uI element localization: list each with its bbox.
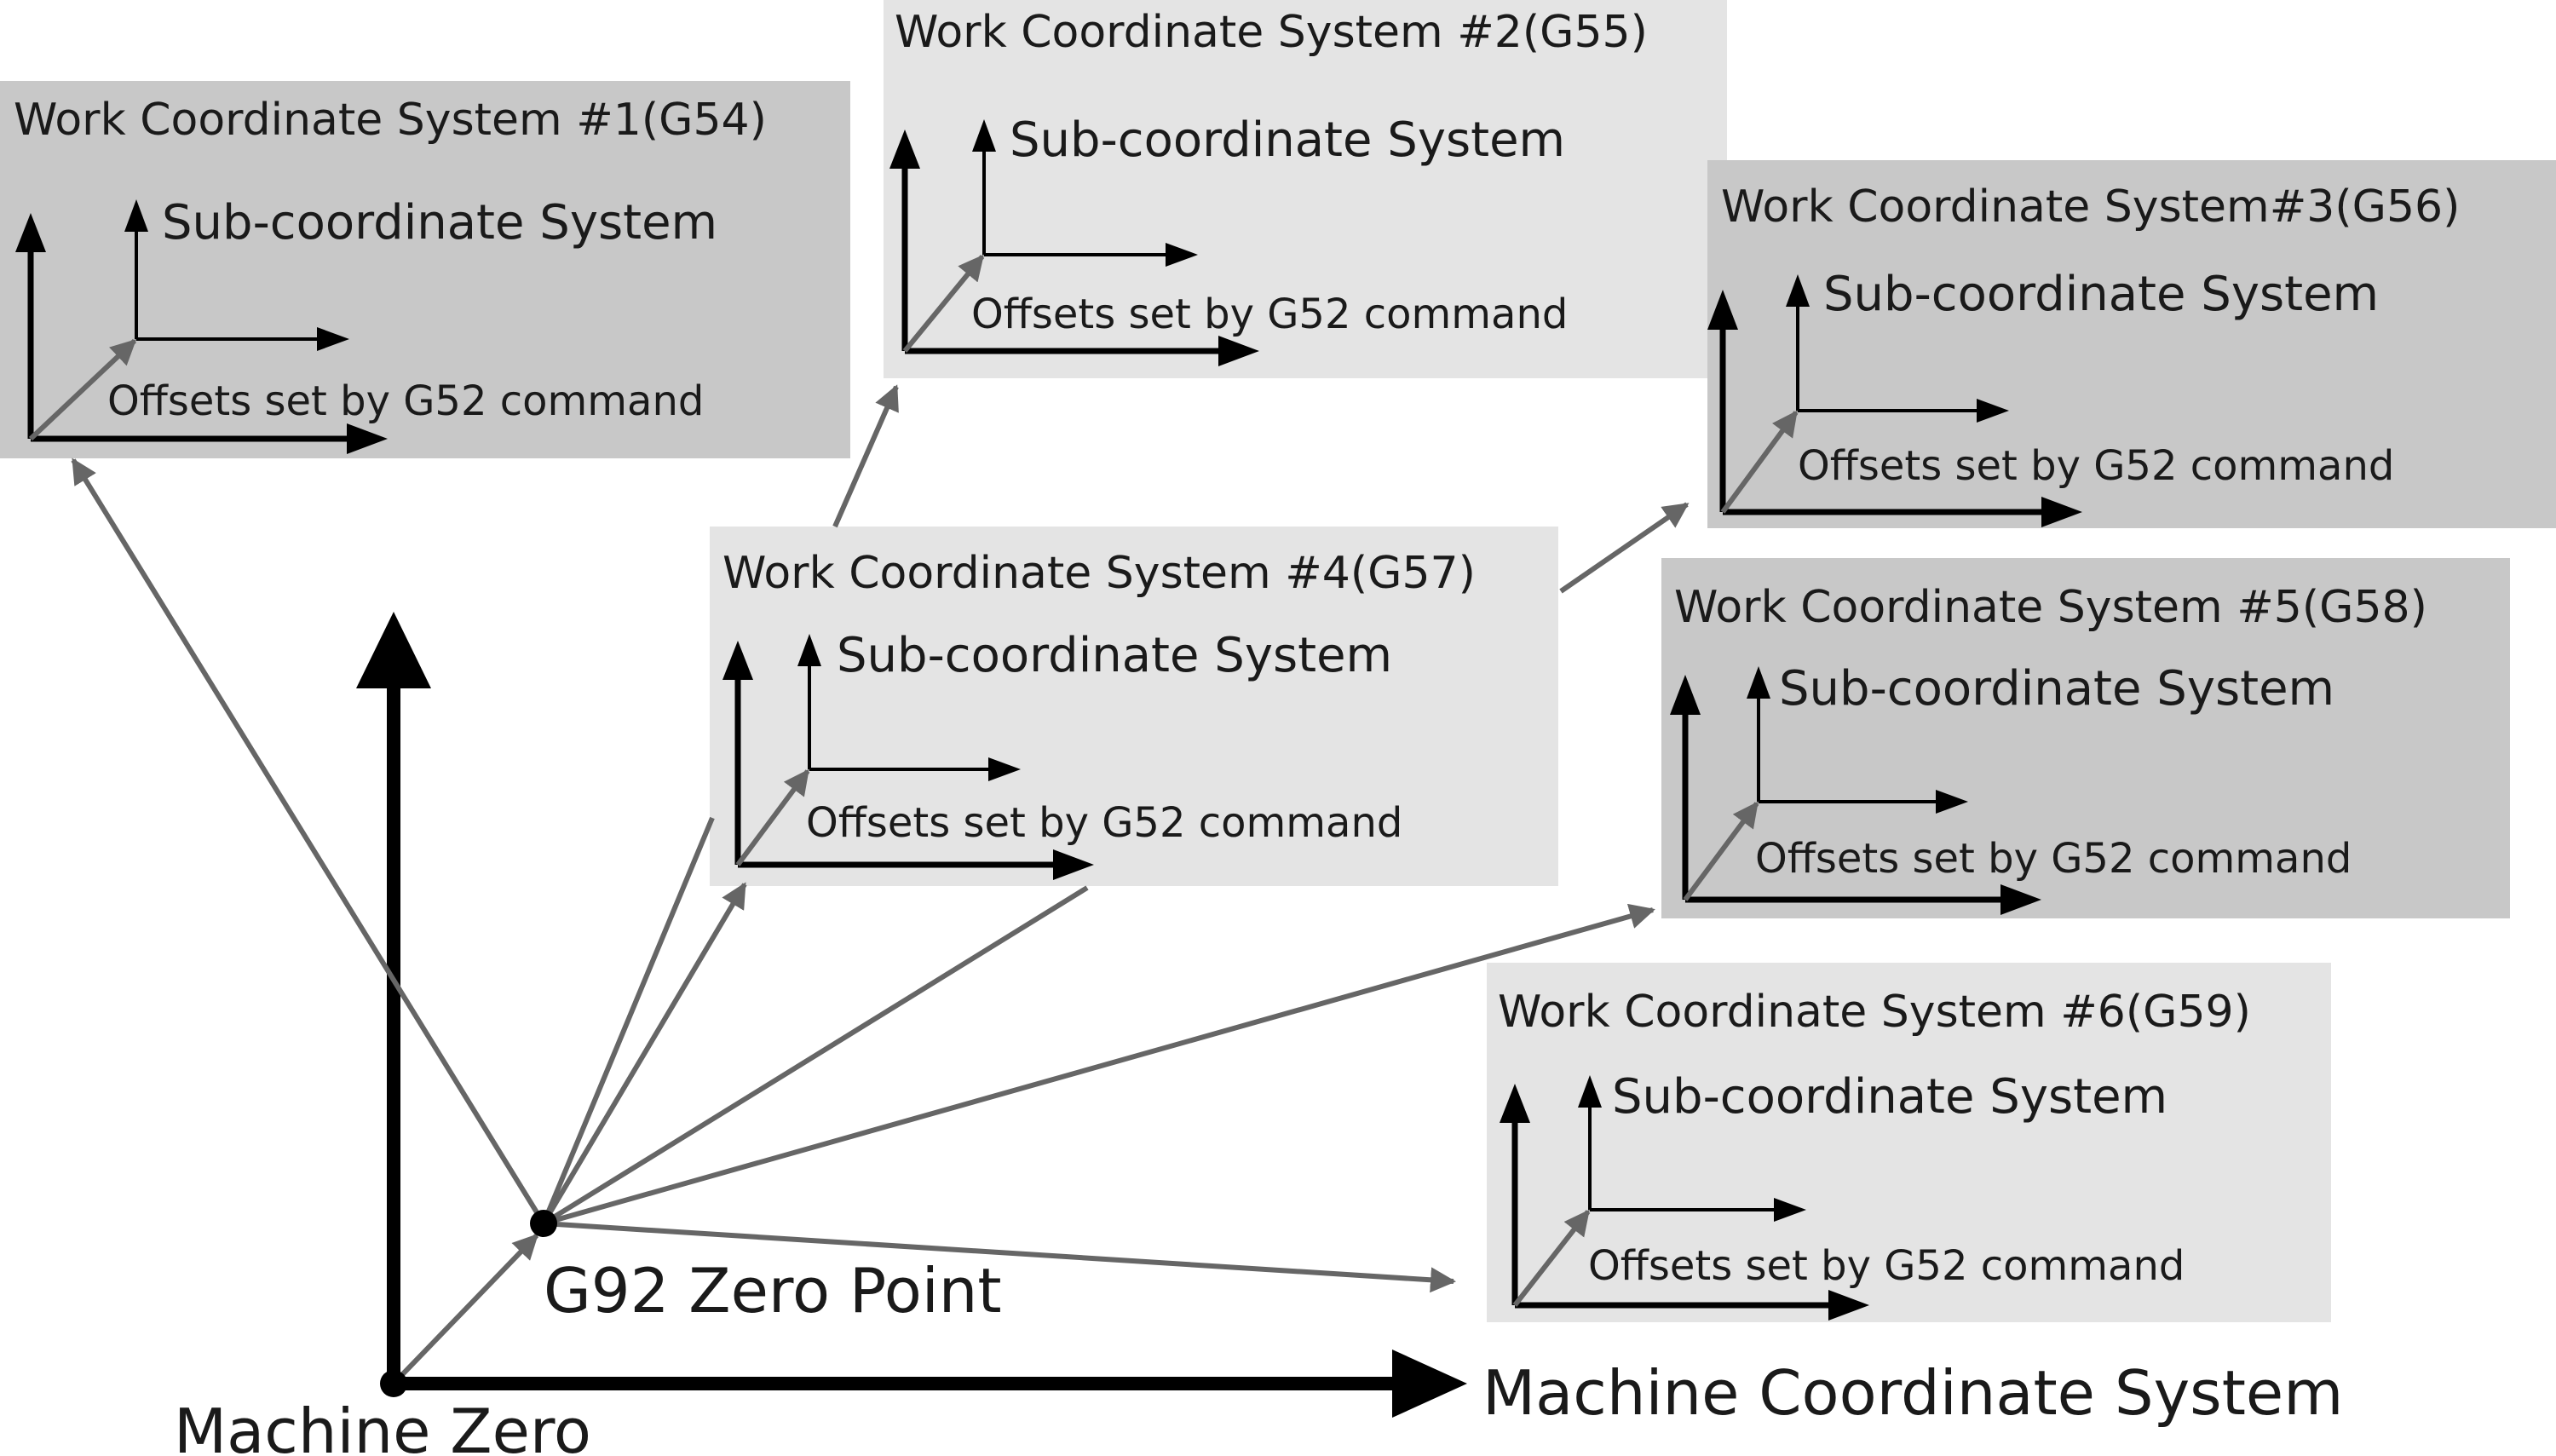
g92-to-wcs-1-vector: [71, 458, 546, 1225]
wcs-3-title: Work Coordinate System#3(G56): [1721, 181, 2460, 233]
wcs-2-title: Work Coordinate System #2(G55): [895, 7, 1648, 58]
wcs-2-axes: [889, 129, 1259, 366]
wcs-6-sub-label: Sub-coordinate System: [1612, 1069, 2167, 1125]
machine-coordinate-system-label: Machine Coordinate System: [1482, 1357, 2343, 1429]
wcs-3-sub-axes: [1786, 274, 2009, 423]
wcs-6-panel: [1487, 963, 2331, 1322]
wcs-3-vector-continuation: [1559, 502, 1690, 594]
wcs-4-axes: [722, 641, 1094, 880]
machine-zero-label: Machine Zero: [174, 1396, 591, 1456]
wcs-3-axes: [1707, 290, 2082, 527]
wcs-2-sub-axes: [972, 119, 1198, 267]
machine-x-arrowhead: [1392, 1350, 1467, 1418]
wcs-2-offset-label: Offsets set by G52 command: [971, 291, 1568, 338]
wcs-4-sub-axes: [797, 634, 1021, 781]
wcs-1-offset-label: Offsets set by G52 command: [107, 377, 704, 425]
machine-coordinate-axes: [356, 612, 1467, 1418]
wcs-4-sub-label: Sub-coordinate System: [837, 628, 1392, 683]
wcs-2-panel: [884, 0, 1727, 378]
wcs-5-sub-axes: [1747, 666, 1968, 814]
g92-to-wcs-3-vector: [542, 885, 1089, 1226]
g92-to-wcs-6-vector: [543, 1221, 1456, 1293]
wcs-5-sub-label: Sub-coordinate System: [1779, 661, 2334, 716]
wcs-2-offset-vector: [902, 254, 985, 353]
g92-to-wcs-4-vector: [541, 882, 747, 1225]
wcs-3-panel: [1707, 160, 2556, 528]
wcs-3-offset-vector: [1720, 410, 1799, 514]
wcs-4-panel: [710, 527, 1558, 886]
wcs-4-title: Work Coordinate System #4(G57): [722, 548, 1476, 599]
wcs-6-offset-label: Offsets set by G52 command: [1588, 1242, 2185, 1290]
work-coordinate-system-5: Work Coordinate System #5(G58) Sub-coord…: [1661, 558, 2510, 918]
work-coordinate-system-2: Work Coordinate System #2(G55) Sub-coord…: [884, 0, 1727, 378]
wcs-6-axes: [1500, 1084, 1869, 1321]
wcs-6-title: Work Coordinate System #6(G59): [1498, 987, 2251, 1038]
work-coordinate-system-6: Work Coordinate System #6(G59) Sub-coord…: [1487, 963, 2331, 1322]
work-coordinate-system-3: Work Coordinate System#3(G56) Sub-coordi…: [1707, 160, 2556, 528]
work-coordinate-system-4: Work Coordinate System #4(G57) Sub-coord…: [710, 527, 1558, 886]
wcs-2-vector-continuation: [832, 384, 899, 528]
wcs-2-sub-label: Sub-coordinate System: [1010, 112, 1565, 168]
wcs-5-axes: [1670, 675, 2041, 915]
wcs-5-panel: [1661, 558, 2510, 918]
g92-to-wcs-5-vector: [543, 903, 1655, 1226]
g92-zero-point-label: G92 Zero Point: [544, 1255, 1002, 1327]
wcs-5-offset-label: Offsets set by G52 command: [1755, 835, 2352, 883]
wcs-1-sub-axes: [124, 199, 349, 351]
wcs-1-title: Work Coordinate System #1(G54): [14, 95, 767, 146]
offset-vectors: [71, 384, 1690, 1386]
wcs-1-panel: [0, 81, 850, 458]
g92-to-wcs-2-vector: [541, 816, 715, 1225]
machine-y-arrowhead: [356, 612, 431, 688]
wcs-3-sub-label: Sub-coordinate System: [1823, 267, 2379, 322]
wcs-6-sub-axes: [1578, 1075, 1806, 1222]
wcs-6-offset-vector: [1512, 1209, 1591, 1307]
wcs-4-offset-label: Offsets set by G52 command: [806, 799, 1402, 847]
wcs-3-offset-label: Offsets set by G52 command: [1798, 442, 2394, 490]
wcs-5-title: Work Coordinate System #5(G58): [1674, 582, 2427, 633]
wcs-1-axes: [15, 213, 388, 454]
machine-zero-dot: [380, 1370, 407, 1397]
wcs-4-offset-vector: [735, 768, 810, 866]
wcs-1-sub-label: Sub-coordinate System: [162, 195, 717, 250]
work-coordinate-system-1: Work Coordinate System #1(G54) Sub-coord…: [0, 81, 850, 458]
machine-to-g92-vector: [391, 1233, 539, 1386]
wcs-5-offset-vector: [1683, 801, 1759, 901]
g92-zero-point-dot: [530, 1210, 557, 1237]
wcs-1-offset-vector: [28, 338, 137, 441]
